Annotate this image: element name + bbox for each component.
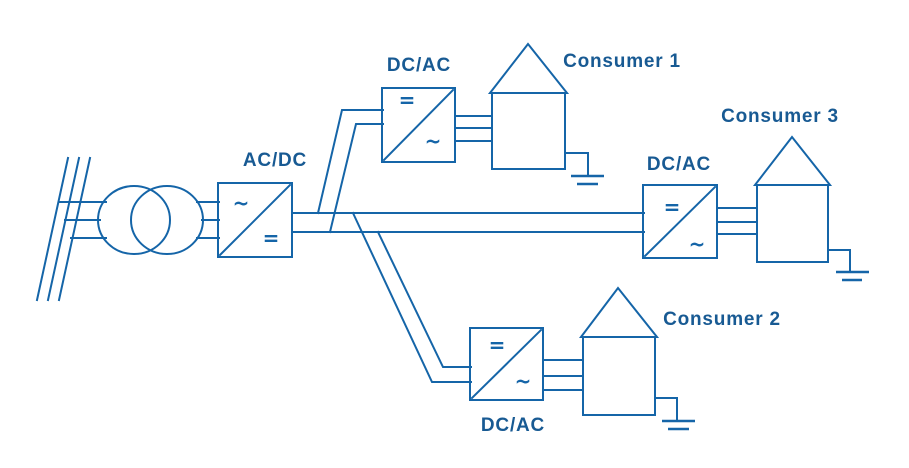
- consumer-2-house: Consumer 2: [578, 286, 781, 416]
- branch-consumer-2: [351, 211, 472, 383]
- consumer-3-house: Consumer 3: [721, 106, 839, 263]
- converter-diagonal: [218, 183, 292, 257]
- house-roof: [752, 135, 833, 186]
- dc-bus: [291, 212, 645, 233]
- utility-grid-icon: [35, 156, 92, 302]
- dc-symbol: =: [489, 333, 506, 357]
- transformer-rectifier-wires: [196, 201, 220, 239]
- house-body: [756, 184, 829, 263]
- branch-wire: [328, 123, 384, 234]
- branch-consumer-1: [316, 109, 384, 234]
- dc-ac-converter-2-label: DC/AC: [481, 415, 545, 436]
- ground-lead: [564, 152, 589, 177]
- ac-symbol: ~: [689, 232, 706, 256]
- branch-wire: [316, 109, 384, 215]
- dc-symbol: =: [263, 226, 280, 250]
- transformer-secondary-winding: [130, 185, 204, 255]
- consumer-1-house: Consumer 1: [487, 42, 681, 170]
- inverter3-house-wires: [716, 207, 758, 235]
- ac-dc-converter: ~ = AC/DC: [217, 150, 307, 258]
- dc-ac-converter-3: = ~ DC/AC: [642, 154, 718, 259]
- ac-symbol: ~: [233, 191, 250, 215]
- transformer-primary-winding: [97, 185, 171, 255]
- ground-lead: [827, 249, 851, 273]
- grid-line: [57, 156, 92, 302]
- dc-ac-converter-2: = ~ DC/AC: [469, 327, 545, 436]
- house-body: [491, 92, 566, 170]
- ground-lead: [654, 397, 678, 422]
- converter-box: [381, 87, 456, 163]
- consumer-1-ground-icon: [564, 152, 604, 186]
- consumer-3-label: Consumer 3: [721, 106, 839, 127]
- dc-symbol: =: [399, 88, 416, 112]
- consumer-2-ground-icon: [654, 397, 695, 431]
- converter-box: [217, 182, 293, 258]
- inverter1-house-wires: [454, 115, 493, 142]
- transformer-icon: [97, 185, 204, 255]
- consumer-2-label: Consumer 2: [663, 309, 781, 330]
- converter-diagonal: [643, 185, 717, 258]
- house-body: [582, 336, 656, 416]
- ac-dc-converter-label: AC/DC: [243, 150, 307, 171]
- consumer-3-ground-icon: [827, 249, 869, 282]
- dc-ac-converter-1: = ~ DC/AC: [381, 55, 456, 163]
- house-roof: [487, 42, 570, 94]
- dc-ac-converter-3-label: DC/AC: [647, 154, 711, 175]
- converter-box: [469, 327, 544, 401]
- converter-diagonal: [382, 88, 455, 162]
- branch-wire: [376, 230, 472, 368]
- dc-symbol: =: [664, 195, 681, 219]
- dc-ac-converter-1-label: DC/AC: [387, 55, 451, 76]
- grid-line: [46, 156, 81, 302]
- grid-line: [35, 156, 70, 302]
- inverter2-house-wires: [542, 359, 584, 391]
- consumer-1-label: Consumer 1: [563, 51, 681, 72]
- grid-transformer-wires: [58, 201, 107, 239]
- branch-wire: [351, 211, 472, 383]
- ac-symbol: ~: [515, 369, 532, 393]
- converter-diagonal: [470, 328, 543, 400]
- ac-symbol: ~: [425, 129, 442, 153]
- house-roof: [578, 286, 660, 338]
